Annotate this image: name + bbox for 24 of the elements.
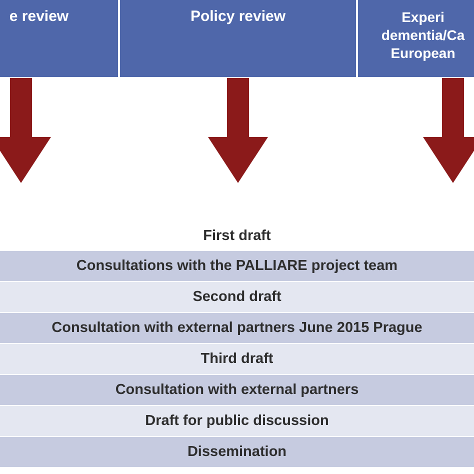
header-cell [120,0,356,77]
step-band [0,344,474,374]
step-band [0,406,474,436]
header-text: Policy review [190,8,286,26]
step-text: Draft for public discussion [145,413,329,429]
arrow [0,78,51,183]
step-text: Consultations with the PALLIARE project team [76,258,398,274]
header-cell [0,0,118,77]
step-text: Consultation with external partners June 2015 Prague [52,320,422,336]
step-text: First draft [203,228,271,244]
step-text: Second draft [192,289,282,305]
header-text: Experi dementia/Ca European [380,8,466,62]
header-text: e review [9,8,69,26]
arrow [423,78,474,183]
step-text: Dissemination [187,444,287,460]
header-cell [358,0,474,77]
step-text: Consultation with external partners [115,382,359,398]
step-band [0,313,474,343]
step-band [0,251,474,281]
step-band [0,282,474,312]
arrow [208,78,268,183]
step-text: Third draft [200,351,274,367]
step-band [0,375,474,405]
step-band [0,437,474,467]
